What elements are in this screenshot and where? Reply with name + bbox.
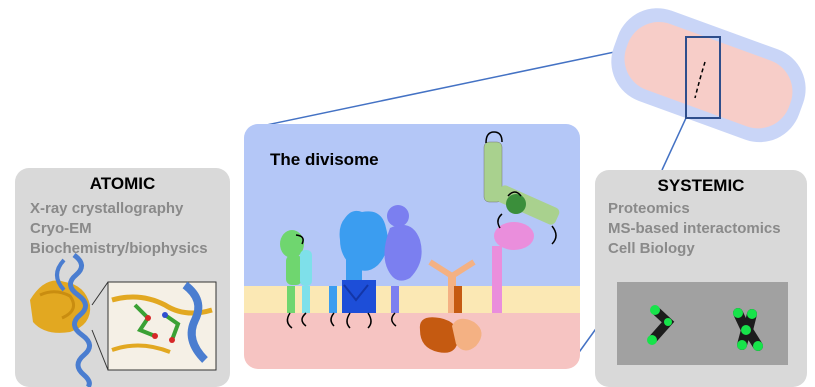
systemic-method-item: MS-based interactomics	[608, 220, 781, 237]
atomic-method-item: Cryo-EM	[30, 220, 92, 237]
divisome-panel	[244, 124, 580, 369]
bacterial-cell	[611, 8, 806, 143]
systemic-methods-list: Proteomics MS-based interactomics Cell B…	[608, 199, 781, 259]
atomic-method-item: X-ray crystallography	[30, 200, 184, 217]
protein-lightblue	[329, 210, 388, 313]
protein-purple	[384, 205, 422, 327]
protein-orange	[419, 259, 482, 353]
membrane-layer	[244, 286, 580, 313]
protein-green	[280, 230, 304, 329]
protein-structure-image	[30, 252, 217, 387]
divisome-title: The divisome	[270, 150, 379, 169]
atomic-panel	[15, 168, 230, 387]
systemic-panel	[595, 170, 807, 387]
microscopy-image	[617, 282, 788, 365]
atomic-title: ATOMIC	[89, 174, 156, 193]
systemic-method-item: Proteomics	[608, 200, 690, 217]
atomic-methods-list: X-ray crystallography Cryo-EM Biochemist…	[30, 199, 208, 259]
systemic-title: SYSTEMIC	[657, 176, 745, 195]
protein-lightgreen	[483, 131, 560, 245]
protein-cyan	[300, 250, 312, 327]
systemic-method-item: Cell Biology	[608, 240, 695, 257]
cytoplasm-layer	[244, 313, 580, 369]
protein-pink	[492, 213, 534, 313]
atomic-method-item: Biochemistry/biophysics	[30, 240, 208, 257]
protein-darkblue	[330, 280, 376, 329]
zoom-box	[685, 36, 721, 119]
